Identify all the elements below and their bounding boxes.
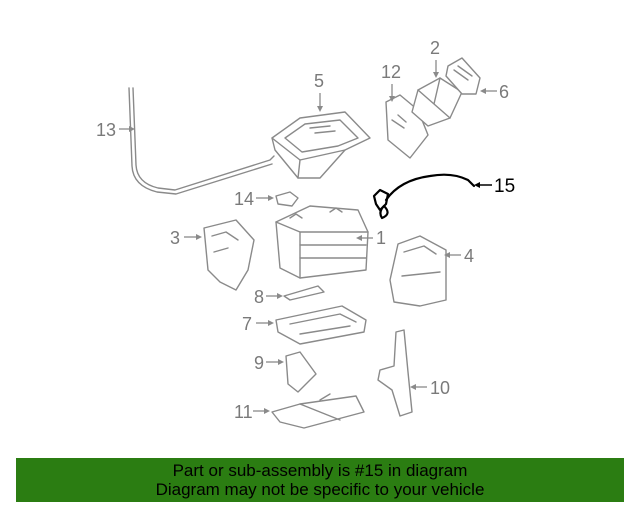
svg-text:6: 6 [499,82,509,102]
part-11-base-plate [271,393,365,429]
part-1-battery [275,205,369,279]
info-banner: Part or sub-assembly is #15 in diagram D… [16,458,624,502]
svg-text:4: 4 [464,246,474,266]
part-4-housing [389,235,447,307]
banner-line-1: Part or sub-assembly is #15 in diagram [172,461,468,480]
svg-text:5: 5 [314,71,324,91]
callout-4: 4 [444,246,474,266]
callout-13: 13 [96,120,135,140]
callout-5: 5 [314,71,324,112]
part-14-clip [275,191,299,207]
svg-text:13: 13 [96,120,116,140]
callout-10: 10 [410,378,450,398]
part-2-module [411,77,463,127]
svg-text:12: 12 [381,62,401,82]
part-8-plate [283,285,325,301]
callout-9: 9 [254,353,284,373]
svg-text:8: 8 [254,287,264,307]
part-13-rod [128,87,275,195]
svg-text:7: 7 [242,314,252,334]
part-15-cable [372,173,476,220]
callout-1: 1 [356,228,386,248]
svg-text:14: 14 [234,189,254,209]
callout-12: 12 [381,62,401,102]
part-5-battery-cover [271,111,371,179]
callout-8: 8 [254,287,283,307]
callout-14: 14 [234,189,274,209]
callout-7: 7 [242,314,274,334]
banner-line-2: Diagram may not be specific to your vehi… [155,480,485,499]
callout-11: 11 [234,402,270,422]
part-6-connector [445,57,481,95]
svg-text:2: 2 [430,38,440,58]
svg-text:9: 9 [254,353,264,373]
callout-15: 15 [474,176,515,197]
parts-diagram: 13 5 12 2 6 [96,38,515,429]
svg-text:11: 11 [234,402,253,422]
part-3-side-bracket [203,219,255,291]
callout-2: 2 [430,38,440,78]
part-9-mount [285,351,317,393]
part-10-tall-bracket [377,329,413,417]
part-7-tray [275,305,367,345]
svg-text:15: 15 [494,176,515,197]
svg-text:10: 10 [430,378,450,398]
callout-6: 6 [480,82,509,102]
svg-text:1: 1 [376,228,386,248]
callout-3: 3 [170,228,202,248]
svg-text:3: 3 [170,228,180,248]
